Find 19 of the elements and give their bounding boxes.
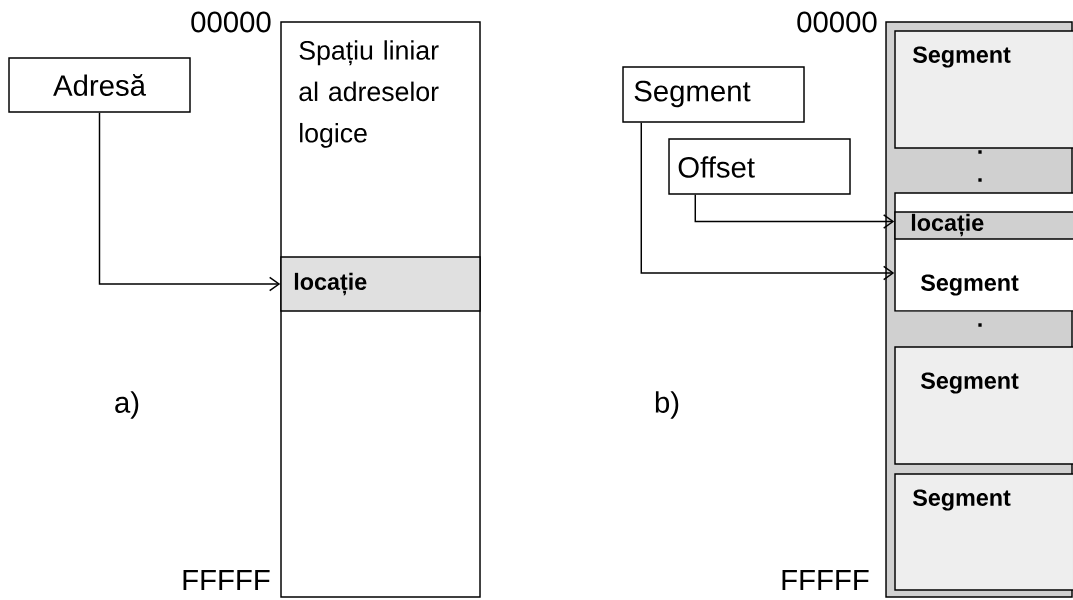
segment-block: Segment: [894, 473, 1073, 591]
dot: .: [978, 178, 982, 182]
dot: .: [978, 150, 982, 154]
location-band: locație: [280, 256, 481, 312]
address-label: FFFFF: [782, 569, 869, 591]
segment-box: Segment: [622, 66, 805, 123]
address-label: 00000: [191, 11, 271, 33]
arrow: [98, 112, 281, 292]
panel-label: b): [655, 391, 679, 419]
offset-box: Offset: [668, 138, 851, 195]
segment-block: Segment: [894, 346, 1073, 465]
segment-block: Segment: [894, 30, 1073, 149]
arrow: [694, 194, 895, 229]
panel-label: a): [115, 391, 139, 419]
arrow: [640, 122, 895, 281]
address-label: 00000: [797, 11, 877, 33]
address-label: FFFFF: [183, 569, 270, 591]
location-band: locație: [894, 211, 1073, 240]
address-box: Adresă: [8, 57, 191, 113]
